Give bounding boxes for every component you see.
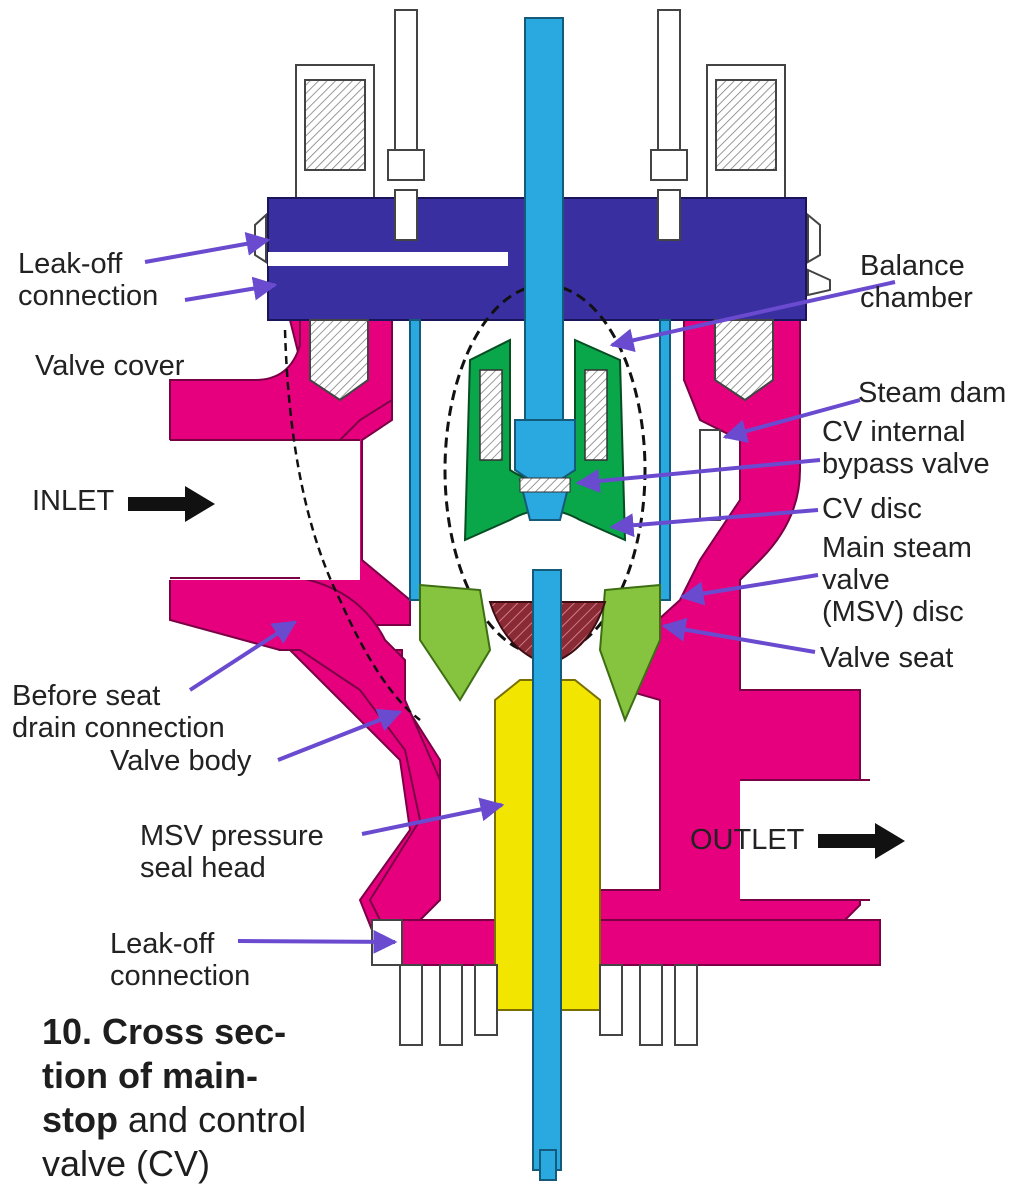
caption-bold: tion of main- [42, 1055, 258, 1096]
label-leak-off-connection-top: Leak-off connection [18, 248, 158, 312]
leak-off-passage [268, 252, 508, 266]
caption-normal: and control [118, 1099, 307, 1140]
label-line: MSV pressure [140, 820, 324, 852]
caption-line: valve (CV) [42, 1142, 306, 1186]
bottom-bolts [371, 919, 698, 1046]
label-valve-cover: Valve cover [35, 350, 185, 382]
label-cv-disc: CV disc [822, 493, 922, 525]
label-line: CV internal [822, 416, 966, 448]
label-line: connection [110, 960, 251, 992]
outlet-arrow-icon [818, 823, 905, 859]
leader-arrows [144, 231, 896, 954]
label-steam-dam: Steam dam [858, 377, 1007, 409]
label-line: Balance [860, 250, 965, 282]
label-line: valve [822, 564, 890, 596]
caption-line: stop and control [42, 1098, 306, 1142]
label-msv-pressure-seal-head: MSV pressure seal head [140, 820, 324, 884]
caption-bold: stop [42, 1099, 118, 1140]
caption-normal: valve (CV) [42, 1143, 211, 1184]
label-leak-off-connection-bottom: Leak-off connection [110, 928, 250, 992]
label-msv-disc: Main steam valve (MSV) disc [822, 532, 972, 628]
valve-seat [419, 583, 661, 723]
top-bolts [295, 9, 786, 201]
label-line: (MSV) disc [822, 596, 964, 628]
label-line: Main steam [822, 532, 972, 564]
liner [409, 319, 671, 601]
label-line: chamber [860, 282, 973, 314]
label-line: seal head [140, 852, 266, 884]
label-before-seat-drain: Before seat drain connection [12, 680, 225, 744]
label-line: drain connection [12, 712, 225, 744]
label-outlet: OUTLET [690, 824, 805, 856]
label-line: bypass valve [822, 448, 990, 480]
label-line: Leak-off [18, 248, 123, 280]
label-valve-seat: Valve seat [820, 642, 954, 674]
label-line: Before seat [12, 680, 161, 712]
label-balance-chamber: Balance chamber [860, 250, 973, 314]
figure-caption: 10. Cross sec- tion of main- stop and co… [42, 1010, 306, 1186]
valve-stem [514, 17, 576, 1181]
label-line: connection [18, 280, 159, 312]
label-inlet: INLET [32, 485, 115, 517]
label-valve-body: Valve body [110, 745, 252, 777]
label-line: Leak-off [110, 928, 215, 960]
inlet-arrow-icon [128, 486, 215, 522]
caption-line: 10. Cross sec- [42, 1010, 306, 1054]
caption-line: tion of main- [42, 1054, 306, 1098]
label-cv-internal-bypass-valve: CV internal bypass valve [822, 416, 990, 480]
caption-bold: 10. Cross sec- [42, 1011, 287, 1052]
flow-arrows [128, 486, 905, 859]
